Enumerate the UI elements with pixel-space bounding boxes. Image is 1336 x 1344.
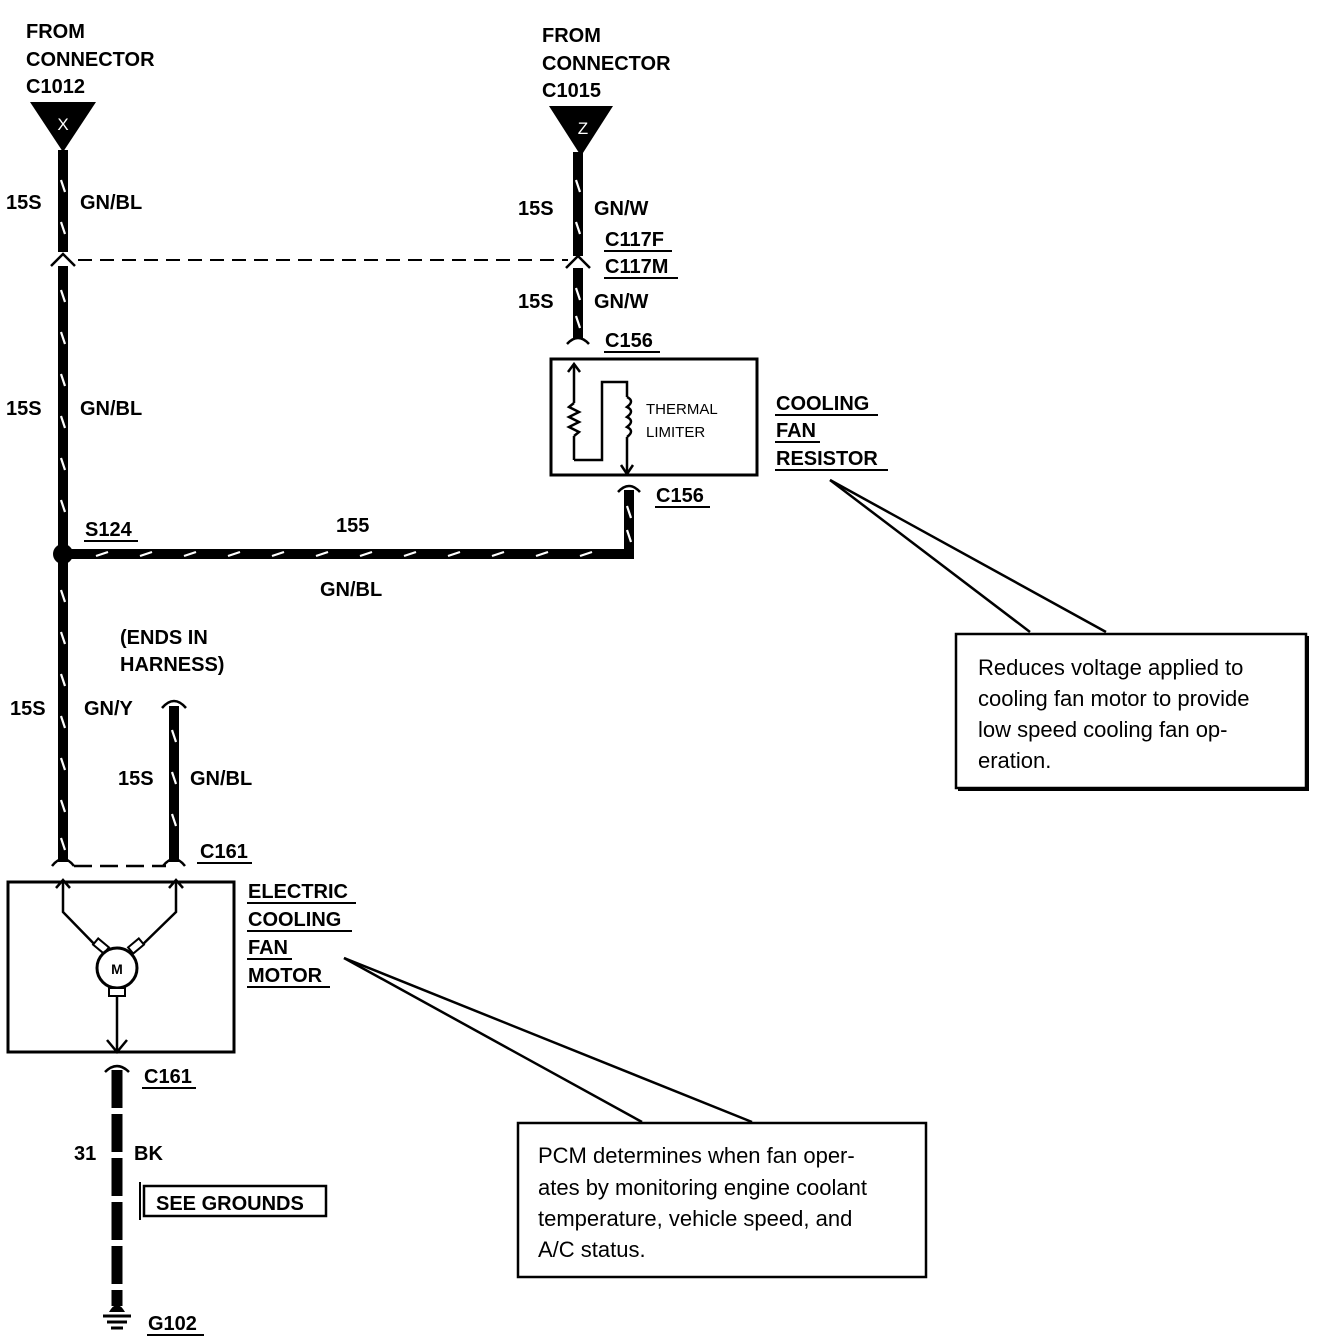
wire-color: GN/W — [594, 198, 649, 220]
see-grounds-label[interactable]: SEE GROUNDS — [156, 1193, 304, 1215]
ground-id: G102 — [148, 1313, 197, 1335]
wire-left-main — [50, 150, 76, 867]
motor-name-line4: MOTOR — [248, 965, 323, 987]
wire-gauge: 15S — [10, 698, 46, 720]
connector-c161-bottom: C161 — [144, 1066, 192, 1088]
connector-arrow-icon — [162, 857, 186, 867]
note-resistor: Reduces voltage applied to cooling fan m… — [954, 632, 1309, 791]
connector-c161-top: C161 — [200, 841, 248, 863]
motor-name-line1: ELECTRIC — [248, 881, 348, 903]
splice-id: S124 — [85, 519, 133, 541]
note-resistor-line3: low speed cooling fan op- — [978, 717, 1228, 742]
connector-pin-icon — [30, 102, 96, 152]
motor-symbol: M — [111, 961, 123, 977]
wire-resistor-out — [617, 484, 641, 558]
resistor-name-line1: COOLING — [776, 393, 869, 415]
wire-harness-end — [161, 699, 187, 867]
connector-c156-top: C156 — [605, 330, 653, 352]
wire-ground — [103, 1064, 131, 1330]
wire-gauge: 15S — [518, 291, 554, 313]
wire-gauge: 15S — [118, 768, 154, 790]
resistor-name-line3: RESISTOR — [776, 448, 878, 470]
wire-color: GN/BL — [320, 579, 382, 601]
thermal-limiter-line1: THERMAL — [646, 401, 718, 418]
connector-c1012-line2: CONNECTOR — [26, 49, 155, 71]
splice-dot-icon — [53, 544, 73, 564]
wire-color: GN/BL — [80, 192, 142, 214]
connector-c1012-id: C1012 — [26, 76, 85, 98]
see-grounds-reference[interactable]: SEE GROUNDS — [139, 1182, 328, 1220]
note-pcm-line1: PCM determines when fan oper- — [538, 1143, 855, 1168]
wire-color: BK — [134, 1143, 163, 1165]
wire-gauge: 31 — [74, 1143, 96, 1165]
cooling-fan-resistor: THERMAL LIMITER — [549, 357, 759, 477]
note-resistor-line2: cooling fan motor to provide — [978, 686, 1250, 711]
note-pcm: PCM determines when fan oper- ates by mo… — [516, 1121, 928, 1279]
connector-arrow-icon — [51, 857, 75, 867]
resistor-icon — [566, 402, 582, 437]
note-resistor-line1: Reduces voltage applied to — [978, 655, 1243, 680]
callout-leader-motor — [343, 956, 753, 1124]
connector-arrow-icon — [161, 699, 187, 709]
connector-c117f: C117F — [605, 229, 664, 251]
electric-cooling-fan-motor: M — [6, 878, 236, 1054]
connector-c1015-line2: CONNECTOR — [542, 53, 671, 75]
connector-c1015-line1: FROM — [542, 25, 601, 47]
connector-pin-icon — [549, 106, 613, 156]
connector-c117m: C117M — [605, 256, 668, 278]
note-resistor-line4: eration. — [978, 748, 1051, 773]
thermal-limiter-line2: LIMITER — [646, 424, 705, 441]
connector-c1012-pin: X — [57, 115, 68, 134]
connector-c1012: FROM CONNECTOR C1012 X — [26, 21, 155, 152]
connector-arrow-icon — [565, 254, 591, 269]
connector-c156-bottom: C156 — [656, 485, 704, 507]
ends-in-harness-line1: (ENDS IN — [120, 627, 208, 649]
thermal-limiter-icon — [624, 395, 633, 438]
connector-c1015-pin: Z — [578, 119, 588, 138]
wire-color: GN/BL — [80, 398, 142, 420]
wire-horizontal — [53, 544, 634, 564]
note-pcm-line3: temperature, vehicle speed, and — [538, 1206, 852, 1231]
ground-icon — [109, 1305, 125, 1312]
note-pcm-line4: A/C status. — [538, 1237, 646, 1262]
resistor-name-line2: FAN — [776, 420, 816, 442]
wire-color: GN/BL — [190, 768, 252, 790]
note-pcm-line2: ates by monitoring engine coolant — [538, 1175, 867, 1200]
connector-c1015-id: C1015 — [542, 80, 601, 102]
connector-arrow-icon — [104, 1064, 130, 1073]
wire-right — [565, 152, 591, 345]
motor-name-line3: FAN — [248, 937, 288, 959]
callout-leader-resistor — [829, 478, 1107, 634]
connector-c1015: FROM CONNECTOR C1015 Z — [542, 25, 671, 156]
connector-c1012-line1: FROM — [26, 21, 85, 43]
connector-arrow-icon — [566, 336, 590, 345]
wire-gauge: 155 — [336, 515, 369, 537]
wire-gauge: 15S — [6, 398, 42, 420]
motor-name-line2: COOLING — [248, 909, 341, 931]
connector-arrow-icon — [50, 252, 76, 267]
ends-in-harness-line2: HARNESS) — [120, 654, 224, 676]
connector-arrow-icon — [617, 484, 641, 493]
wire-gauge: 15S — [6, 192, 42, 214]
wire-gauge: 15S — [518, 198, 554, 220]
wire-color: GN/Y — [84, 698, 134, 720]
wire-color: GN/W — [594, 291, 649, 313]
